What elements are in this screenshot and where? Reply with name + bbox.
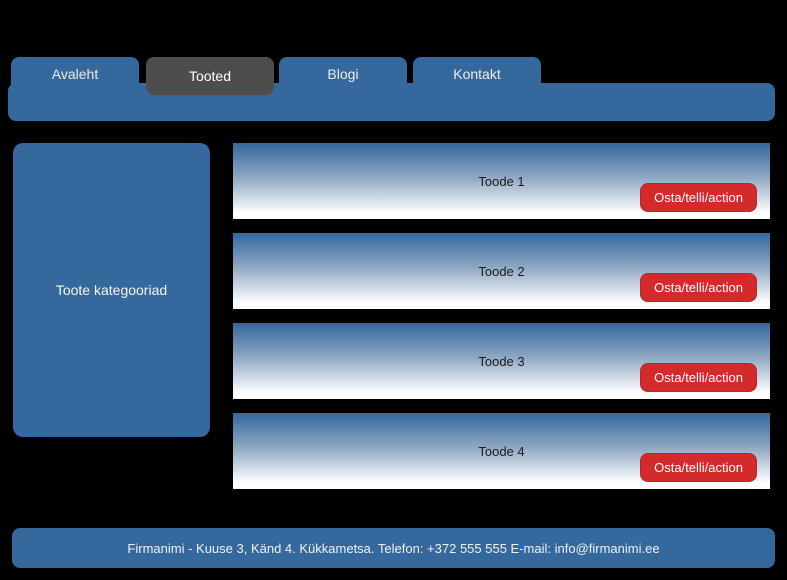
buy-order-action-button[interactable]: Osta/telli/action: [640, 363, 757, 392]
product-name: Toode 4: [478, 443, 525, 459]
product-name: Toode 2: [478, 263, 525, 279]
buy-order-action-button[interactable]: Osta/telli/action: [640, 273, 757, 302]
product-list: Toode 1 Osta/telli/action Toode 2 Osta/t…: [233, 143, 770, 503]
product-row-3: Toode 3 Osta/telli/action: [233, 323, 770, 399]
tab-kontakt-label: Kontakt: [453, 65, 501, 82]
product-row-4: Toode 4 Osta/telli/action: [233, 413, 770, 489]
tab-blogi-label: Blogi: [327, 65, 359, 82]
tab-blogi[interactable]: Blogi: [279, 57, 407, 90]
tab-kontakt[interactable]: Kontakt: [413, 57, 541, 90]
tab-tooted[interactable]: Tooted: [146, 57, 274, 95]
tab-avaleht-label: Avaleht: [51, 65, 99, 82]
buy-order-action-button[interactable]: Osta/telli/action: [640, 453, 757, 482]
tab-tooted-label: Tooted: [188, 68, 232, 84]
tab-avaleht[interactable]: Avaleht: [11, 57, 139, 90]
product-name: Toode 1: [478, 173, 525, 189]
footer-contact-text: Firmanimi - Kuuse 3, Känd 4. Kükkametsa.…: [127, 540, 660, 556]
product-row-2: Toode 2 Osta/telli/action: [233, 233, 770, 309]
buy-order-action-button[interactable]: Osta/telli/action: [640, 183, 757, 212]
sidebar-label: Toote kategooriad: [55, 282, 168, 298]
sidebar-product-categories[interactable]: Toote kategooriad: [13, 143, 210, 437]
footer: Firmanimi - Kuuse 3, Känd 4. Kükkametsa.…: [12, 528, 775, 568]
product-row-1: Toode 1 Osta/telli/action: [233, 143, 770, 219]
product-name: Toode 3: [478, 353, 525, 369]
